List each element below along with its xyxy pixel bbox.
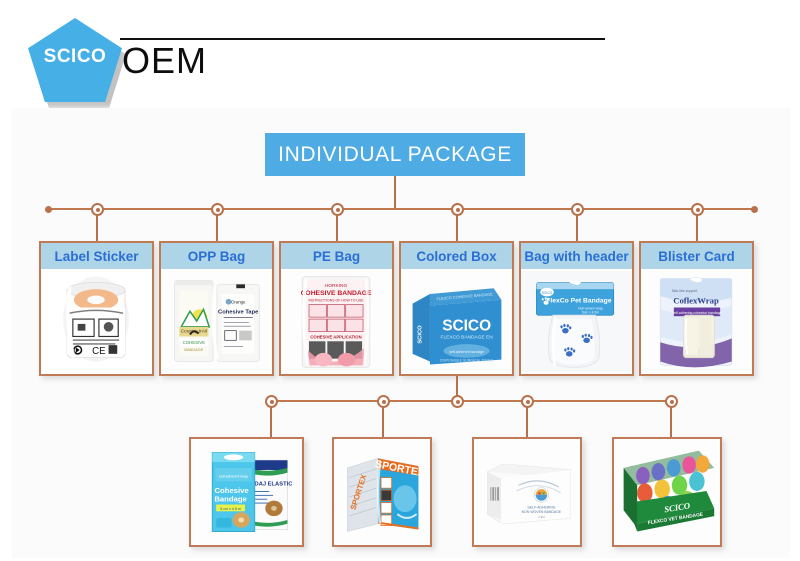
logo-text: SCICO — [43, 46, 107, 67]
card-pe-bag[interactable]: PE Bag HORKING COHESIVE BANDAGE INSTRUCT… — [279, 241, 394, 376]
card-pe-bag-title: PE Bag — [281, 243, 392, 269]
green-scico-flexco-vet-bandage-display-box-icon: SCICO FLEXCO VET BANDAGE — [614, 439, 720, 545]
svg-text:FlexCo Pet Bandage: FlexCo Pet Bandage — [546, 298, 612, 305]
svg-text:Country trAil: Country trAil — [181, 329, 207, 335]
card-label-sticker-photo: CE — [41, 269, 152, 374]
svg-text:Cohesive Tape: Cohesive Tape — [218, 309, 259, 315]
svg-text:self-adherent bandage: self-adherent bandage — [449, 350, 484, 354]
pink-cohesive-bandage-in-pe-bag-icon: HORKING COHESIVE BANDAGE INSTRUCTIONS OF… — [281, 270, 392, 373]
svg-text:SCICO: SCICO — [664, 500, 691, 514]
row1-stem-4 — [456, 215, 458, 241]
paw-print-bandage-bag-with-header-card-icon: SCICO FlexCo Pet Bandage Non-woven wrap … — [521, 270, 632, 373]
svg-text:CE: CE — [92, 346, 106, 357]
card-colored-box[interactable]: Colored Box SCICO FLEXCO COHESIVE BANDAG… — [399, 241, 514, 376]
card-row2-vet-bandage-display-box-photo: SCICO FLEXCO VET BANDAGE — [614, 439, 720, 545]
two-bandage-rolls-in-opp-bags-icon: Country trAil COHESIVE BANDAGE Orange Co… — [161, 270, 272, 373]
svg-text:FLEXCO COHESIVE BANDAGE: FLEXCO COHESIVE BANDAGE — [436, 292, 493, 301]
card-colored-box-title: Colored Box — [401, 243, 512, 269]
row1-rail-right-endcap — [751, 206, 758, 213]
card-bag-with-header-photo: SCICO FlexCo Pet Bandage Non-woven wrap … — [521, 269, 632, 374]
row1-stem-3 — [336, 215, 338, 241]
svg-text:COHESIVE BANDAGE: COHESIVE BANDAGE — [301, 290, 372, 297]
svg-text:COHESIVE: COHESIVE — [183, 340, 205, 345]
card-label-sticker[interactable]: Label Sticker — [39, 241, 154, 376]
card-blister-card[interactable]: Blister Card Skin-like support CoflexWra… — [639, 241, 754, 376]
plain-white-carton-box-icon: SELF-ADHERING NON WOVEN BANDAGE 2.5M — [474, 439, 580, 545]
svg-text:HORKING: HORKING — [325, 283, 348, 289]
svg-text:BANDAJ ELASTIC: BANDAJ ELASTIC — [242, 481, 292, 487]
card-row2-sportex-pack[interactable]: SPORTEX SPORTEX — [332, 437, 432, 547]
svg-text:5 cm x 4.5 m: 5 cm x 4.5 m — [220, 507, 241, 511]
svg-text:Skin-like support: Skin-like support — [672, 289, 698, 293]
banner-individual-package: INDIVIDUAL PACKAGE — [265, 133, 525, 176]
coflexwrap-blister-card-icon: Skin-like support CoflexWrap self-adheri… — [641, 270, 752, 373]
svg-text:Bandage: Bandage — [214, 495, 247, 504]
svg-text:CoflexWrap: CoflexWrap — [673, 296, 719, 306]
svg-text:INSTRUCTIONS OF HOW TO USE: INSTRUCTIONS OF HOW TO USE — [309, 299, 365, 303]
svg-text:FLEXCO BANDAGE EN: FLEXCO BANDAGE EN — [441, 334, 494, 340]
row2-stem-1 — [270, 407, 272, 437]
svg-text:self-adherent wrap: self-adherent wrap — [219, 475, 248, 479]
svg-text:NON WOVEN BANDAGE: NON WOVEN BANDAGE — [522, 510, 562, 514]
card-blister-card-photo: Skin-like support CoflexWrap self-adheri… — [641, 269, 752, 374]
content-panel: INDIVIDUAL PACKAGE Label Sticker — [12, 108, 790, 558]
svg-text:SCICO: SCICO — [542, 291, 553, 295]
card-blister-card-title: Blister Card — [641, 243, 752, 269]
card-bag-with-header[interactable]: Bag with header SCICO FlexCo Pet Bandage… — [519, 241, 634, 376]
svg-text:SCICO: SCICO — [442, 318, 491, 335]
svg-text:SELF-ADHERING: SELF-ADHERING — [527, 505, 555, 509]
svg-text:2.5M: 2.5M — [538, 515, 545, 519]
row1-stem-2 — [216, 215, 218, 241]
card-colored-box-photo: SCICO FLEXCO COHESIVE BANDAGE SCICO FLEX… — [401, 269, 512, 374]
card-label-sticker-title: Label Sticker — [41, 243, 152, 269]
header-divider — [120, 38, 605, 40]
cohesive-bandage-and-bandaj-elastic-retail-boxes-icon: BANDAJ ELASTIC self-adherent wrap Cohesi… — [191, 439, 302, 545]
card-bag-with-header-title: Bag with header — [521, 243, 632, 269]
blue-scico-flexco-bandage-box-icon: SCICO FLEXCO COHESIVE BANDAGE SCICO FLEX… — [401, 270, 512, 373]
banner-stem — [394, 176, 396, 209]
svg-text:Cohesive: Cohesive — [214, 486, 249, 495]
card-row2-vet-bandage-display-box[interactable]: SCICO FLEXCO VET BANDAGE — [612, 437, 722, 547]
card-pe-bag-photo: HORKING COHESIVE BANDAGE INSTRUCTIONS OF… — [281, 269, 392, 374]
row2-rail — [271, 400, 671, 402]
svg-text:Non-woven wrap: Non-woven wrap — [578, 306, 603, 310]
card-opp-bag[interactable]: OPP Bag Country trAil COHESIVE BANDAGE — [159, 241, 274, 376]
svg-text:BANDAGE: BANDAGE — [184, 348, 203, 352]
row2-stem-4 — [670, 407, 672, 437]
row1-rail — [46, 208, 756, 210]
svg-text:SCICO: SCICO — [417, 325, 423, 344]
sportex-shrink-wrapped-bandage-pack-icon: SPORTEX SPORTEX — [334, 439, 430, 545]
row2-stem-3 — [526, 407, 528, 437]
row2-node-3 — [451, 395, 464, 408]
card-row2-cohesive-bandage-boxes-photo: BANDAJ ELASTIC self-adherent wrap Cohesi… — [191, 439, 302, 545]
svg-text:self-adhering cohesive bandage: self-adhering cohesive bandage — [672, 311, 721, 315]
row2-stem-2 — [382, 407, 384, 437]
card-row2-cohesive-bandage-boxes[interactable]: BANDAJ ELASTIC self-adherent wrap Cohesi… — [189, 437, 304, 547]
page-header: SCICO OEM — [0, 0, 800, 108]
row1-stem-1 — [96, 215, 98, 241]
card-opp-bag-photo: Country trAil COHESIVE BANDAGE Orange Co… — [161, 269, 272, 374]
row1-rail-left-endcap — [45, 206, 52, 213]
card-row2-white-carton[interactable]: SELF-ADHERING NON WOVEN BANDAGE 2.5M — [472, 437, 582, 547]
card-row2-white-carton-photo: SELF-ADHERING NON WOVEN BANDAGE 2.5M — [474, 439, 580, 545]
svg-text:DISPOSABLE SURGICAL TOOLS: DISPOSABLE SURGICAL TOOLS — [440, 359, 494, 363]
svg-text:COHESIVE APPLICATION: COHESIVE APPLICATION — [310, 334, 361, 339]
page-title: OEM — [122, 40, 208, 81]
svg-text:Orange: Orange — [231, 300, 246, 305]
card-row2-sportex-pack-photo: SPORTEX SPORTEX — [334, 439, 430, 545]
row2-bridge-stem — [456, 376, 458, 400]
svg-text:5cm x 4.5m: 5cm x 4.5m — [582, 310, 599, 314]
card-opp-bag-title: OPP Bag — [161, 243, 272, 269]
row1-node-5 — [571, 203, 584, 216]
row1-stem-5 — [576, 215, 578, 241]
scico-logo: SCICO — [28, 18, 126, 108]
bandage-roll-with-label-sticker-icon: CE — [41, 270, 152, 373]
row1-stem-6 — [696, 215, 698, 241]
